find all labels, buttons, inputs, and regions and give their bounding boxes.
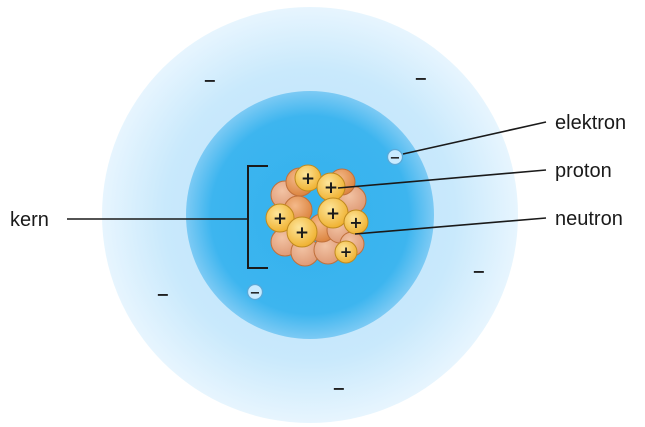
proton-sign: + — [324, 178, 338, 198]
proton-sign: + — [340, 243, 353, 261]
proton: + — [316, 172, 346, 202]
proton-sign: + — [349, 213, 362, 232]
electron: − — [414, 69, 427, 88]
electron-sign: − — [390, 151, 401, 166]
nucleus-bracket — [247, 165, 268, 269]
electron: − — [472, 262, 485, 281]
proton-sign: + — [301, 169, 315, 189]
proton: + — [334, 240, 358, 264]
electron-sign: − — [156, 285, 169, 304]
proton: + — [317, 197, 349, 229]
proton-sign: + — [273, 209, 287, 229]
label-nucleus: kern — [10, 209, 49, 231]
leader-line-proton — [337, 169, 547, 189]
electron: − — [332, 379, 345, 398]
electron-sign: − — [332, 379, 345, 398]
electron-sign: − — [472, 262, 485, 281]
electron-sign: − — [250, 286, 261, 301]
electron: − — [156, 285, 169, 304]
electron: − — [203, 71, 216, 90]
electron: − — [386, 148, 404, 166]
proton-sign: + — [295, 223, 309, 243]
nucleus: + + + + + + + — [265, 164, 369, 267]
proton-sign: + — [326, 204, 340, 224]
proton: + — [286, 216, 318, 248]
label-electron: elektron — [555, 112, 626, 134]
proton: + — [343, 209, 369, 235]
proton: + — [265, 203, 295, 233]
electron-sign: − — [203, 71, 216, 90]
leader-line-electron — [402, 121, 547, 155]
label-neutron: neutron — [555, 208, 623, 230]
proton: + — [294, 164, 322, 192]
electron-sign: − — [414, 69, 427, 88]
leader-line-neutron — [354, 217, 547, 235]
electron: − — [246, 283, 264, 301]
label-proton: proton — [555, 160, 612, 182]
